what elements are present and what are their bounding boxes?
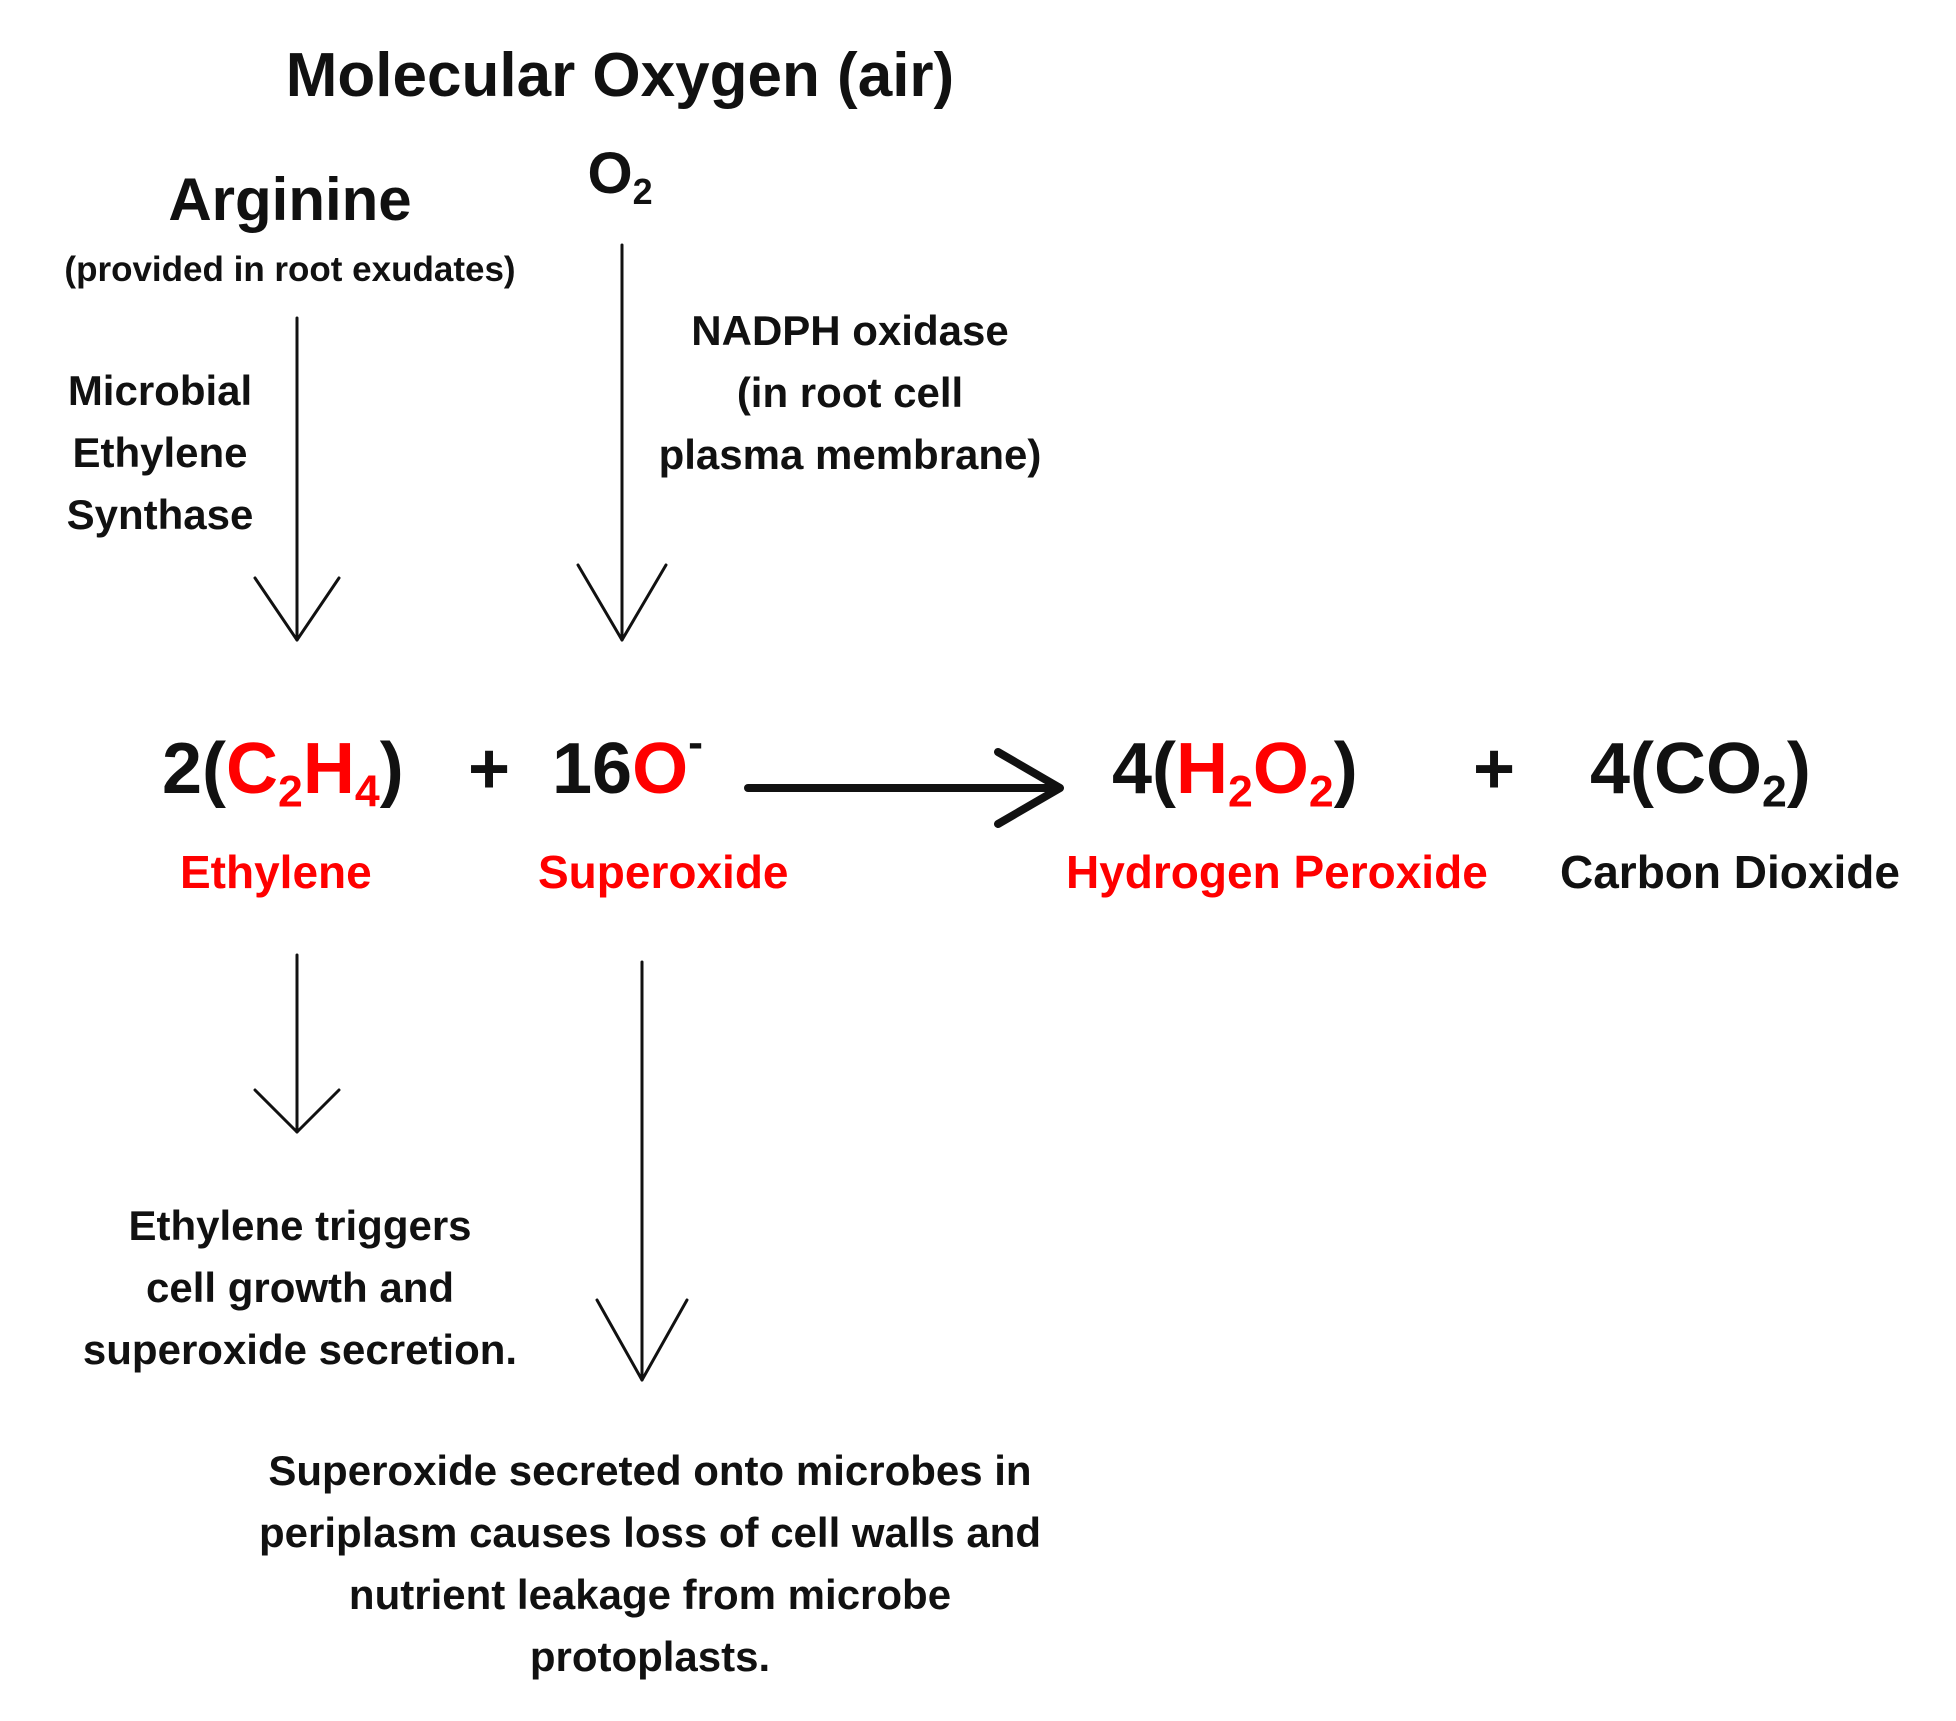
ethylene-carbon-subscript: 2 [278,767,303,817]
plus-sign-products: + [1473,729,1516,809]
ethylene-close-paren: ) [379,729,404,809]
ethylene-synthase-label: Microbial Ethylene Synthase [40,360,280,546]
note-line: protoplasts. [529,1633,771,1680]
reaction-arrow [744,748,1064,828]
note-line: Ethylene triggers [128,1202,472,1249]
co2-subscript: 2 [1762,767,1787,817]
note-line: nutrient leakage from microbe [348,1571,952,1618]
carbon-dioxide-formula: 4(CO2) [1590,728,1811,814]
h2o2-close-paren: ) [1333,729,1358,809]
co2-coefficient: 4(CO [1590,729,1763,809]
co2-close-paren: ) [1786,729,1811,809]
note-line: cell growth and [145,1264,455,1311]
ethylene-coefficient: 2( [162,729,227,809]
plus-sign-reactants: + [468,729,511,809]
superoxide-charge: - [688,718,703,768]
h2o2-coefficient: 4( [1112,729,1177,809]
enzyme-line: NADPH oxidase [691,307,1009,354]
oxygen-formula: O2 [575,140,665,209]
ethylene-carbon: C [226,729,279,809]
h2o2-oxygen: O [1252,729,1309,809]
oxygen-symbol: O [587,141,633,206]
h2o2-hydrogen: H [1176,729,1229,809]
superoxide-oxygen: O [632,729,689,809]
superoxide-coefficient: 16 [552,729,633,809]
superoxide-effect-note: Superoxide secreted onto microbes in per… [220,1440,1080,1688]
diagram-title: Molecular Oxygen (air) [285,41,955,110]
enzyme-line: Ethylene [72,429,248,476]
hydrogen-peroxide-name: Hydrogen Peroxide [1066,846,1488,898]
arrow-ethylene-to-effect [253,953,341,1134]
enzyme-line: (in root cell [736,369,964,416]
oxygen-subscript: 2 [632,170,653,212]
superoxide-name: Superoxide [538,846,789,898]
ethylene-formula: 2(C2H4) [162,728,404,814]
h2o2-oxygen-subscript: 2 [1308,767,1334,817]
ethylene-effect-note: Ethylene triggers cell growth and supero… [40,1195,560,1381]
arrow-oxygen-to-superoxide [576,243,668,642]
arginine-note: (provided in root exudates) [64,250,516,289]
ethylene-hydrogen-subscript: 4 [354,767,380,817]
nadph-oxidase-label: NADPH oxidase (in root cell plasma membr… [620,300,1080,486]
arrow-arginine-to-ethylene [253,316,341,642]
carbon-dioxide-name: Carbon Dioxide [1560,846,1900,898]
hydrogen-peroxide-formula: 4(H2O2) [1112,728,1358,814]
arginine-label: Arginine [168,166,412,233]
enzyme-line: Microbial [67,367,253,414]
h2o2-hydrogen-subscript: 2 [1228,767,1253,817]
arrow-superoxide-to-effect [595,960,689,1382]
enzyme-line: plasma membrane) [658,431,1042,478]
superoxide-formula: 16O- [552,720,703,810]
note-line: periplasm causes loss of cell walls and [258,1509,1041,1556]
enzyme-line: Synthase [66,491,254,538]
ethylene-name: Ethylene [180,846,372,898]
note-line: Superoxide secreted onto microbes in [268,1447,1032,1494]
note-line: superoxide secretion. [82,1326,518,1373]
ethylene-hydrogen: H [302,729,355,809]
